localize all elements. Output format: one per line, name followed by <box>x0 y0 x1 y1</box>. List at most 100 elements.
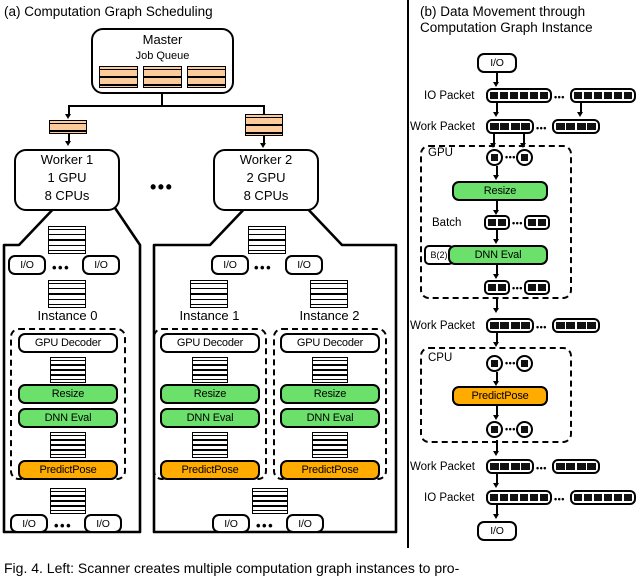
arrow-head <box>493 381 500 386</box>
cpu-op-predictpose[interactable]: PredictPose <box>452 386 548 406</box>
worker-2-header <box>213 149 319 211</box>
worker-2-cpu: 8 CPUs <box>243 188 289 203</box>
work-packet-3-ellipsis: ••• <box>536 463 547 473</box>
row-label-work-packet-2: Work Packet <box>410 320 475 332</box>
gpu-group-label: GPU <box>428 147 453 159</box>
dispatched-job-left <box>49 120 87 134</box>
job-right-stem <box>263 136 265 145</box>
worker-1-io-out-left[interactable]: I/O <box>10 514 48 533</box>
gpu-out-pair-b <box>524 280 550 295</box>
instance-1-op-predictpose[interactable]: PredictPose <box>160 460 260 480</box>
arrow-stem <box>496 265 498 276</box>
packet-stack <box>50 488 86 514</box>
gpu-element-a <box>486 149 503 166</box>
gpu-op-dnn-eval[interactable]: DNN Eval <box>448 245 548 265</box>
row-label-io-packet-in: IO Packet <box>424 90 475 102</box>
instance-0-label: Instance 0 <box>37 308 98 323</box>
cpu-out-a <box>486 421 503 438</box>
work-packet-1-a <box>486 119 534 134</box>
cpu-element-ellipsis: ••• <box>505 358 516 368</box>
arrow-stem <box>523 134 525 145</box>
worker-2-io-right[interactable]: I/O <box>285 255 323 275</box>
arrow-stem <box>580 103 582 114</box>
packet-stack <box>310 280 348 308</box>
packet-stack <box>192 432 228 458</box>
worker-2-io-ellipsis: ••• <box>254 260 273 275</box>
panel-divider <box>407 0 409 548</box>
gpu-op-resize[interactable]: Resize <box>452 181 548 201</box>
worker-1-io-out-ellipsis: ••• <box>54 518 73 533</box>
worker-1-io-right[interactable]: I/O <box>82 255 120 275</box>
cpu-out-b <box>516 421 533 438</box>
row-label-io-packet-out: IO Packet <box>424 492 475 504</box>
job-queue-label: Job Queue <box>135 50 190 62</box>
worker-1-name: Worker 1 <box>40 152 94 167</box>
instance-1-op-resize[interactable]: Resize <box>160 384 260 404</box>
dispatched-job-right <box>245 114 283 136</box>
io-packet-out-ellipsis: ••• <box>554 494 565 504</box>
instance-1-op-dnn-eval[interactable]: DNN Eval <box>160 408 260 428</box>
arrow-head <box>493 239 500 244</box>
instance-2-label: Instance 2 <box>299 308 360 323</box>
batch-pair-b <box>524 215 550 230</box>
worker-1-gpu: 1 GPU <box>47 170 87 185</box>
panel-b-io-bottom[interactable]: I/O <box>477 521 517 541</box>
packet-stack <box>50 357 86 383</box>
packet-stack <box>48 226 86 254</box>
instance-0-op-gpu-decoder[interactable]: GPU Decoder <box>18 333 118 353</box>
arrow-head <box>577 112 584 117</box>
io-packet-in-ellipsis: ••• <box>554 92 565 102</box>
worker-2-io-out-left[interactable]: I/O <box>212 514 250 533</box>
arrow-stem <box>496 297 498 310</box>
arrow-head <box>493 82 500 87</box>
master-title: Master <box>142 32 183 47</box>
worker-1-io-left[interactable]: I/O <box>8 255 46 275</box>
io-packet-out-a <box>486 490 552 505</box>
arrow-stem <box>496 201 498 212</box>
work-packet-2-b <box>552 318 600 333</box>
packet-stack <box>190 280 228 308</box>
panel-b-io-top[interactable]: I/O <box>477 53 517 73</box>
work-packet-3-b <box>552 459 600 474</box>
dispatch-left-drop <box>68 105 70 116</box>
dispatch-right-drop <box>263 105 265 116</box>
worker-1-header <box>14 149 120 211</box>
worker-2-gpu: 2 GPU <box>246 170 286 185</box>
arrow-head <box>493 112 500 117</box>
instance-2-op-dnn-eval[interactable]: DNN Eval <box>280 408 380 428</box>
figure-caption: Fig. 4. Left: Scanner creates multiple c… <box>4 560 460 576</box>
arrow-head <box>493 451 500 456</box>
instance-1-op-gpu-decoder[interactable]: GPU Decoder <box>160 333 260 353</box>
instance-1-label: Instance 1 <box>179 308 240 323</box>
worker-2-name: Worker 2 <box>239 152 293 167</box>
io-packet-in-a <box>486 88 552 103</box>
packet-stack <box>312 357 348 383</box>
instance-0-op-dnn-eval[interactable]: DNN Eval <box>18 408 118 428</box>
work-packet-1-b <box>552 119 600 134</box>
arrow-head <box>493 342 500 347</box>
instance-2-op-predictpose[interactable]: PredictPose <box>280 460 380 480</box>
gpu-element-ellipsis: ••• <box>505 152 516 162</box>
master-stem <box>161 94 163 106</box>
instance-0-op-predictpose[interactable]: PredictPose <box>18 460 118 480</box>
instance-2-op-gpu-decoder[interactable]: GPU Decoder <box>280 333 380 353</box>
arrow-stem <box>496 166 498 177</box>
cpu-group-label: CPU <box>428 352 453 364</box>
instance-2-op-resize[interactable]: Resize <box>280 384 380 404</box>
arrow-stem <box>496 73 498 84</box>
worker-2-io-left[interactable]: I/O <box>211 255 249 275</box>
worker-1-io-out-right[interactable]: I/O <box>84 514 122 533</box>
worker-2-io-out-right[interactable]: I/O <box>286 514 324 533</box>
arrow-stem <box>496 406 498 417</box>
job-left-arrow <box>65 141 71 146</box>
batch-label: Batch <box>432 217 462 229</box>
arrow-head <box>493 415 500 420</box>
instance-0-op-resize[interactable]: Resize <box>18 384 118 404</box>
work-packet-3-a <box>486 459 534 474</box>
work-packet-1-ellipsis: ••• <box>536 123 547 133</box>
packet-stack <box>50 432 86 458</box>
worker-2-io-out-ellipsis: ••• <box>256 518 275 533</box>
job-right-arrow <box>260 143 266 148</box>
arrow-stem <box>496 230 498 241</box>
cpu-element-b <box>516 355 533 372</box>
